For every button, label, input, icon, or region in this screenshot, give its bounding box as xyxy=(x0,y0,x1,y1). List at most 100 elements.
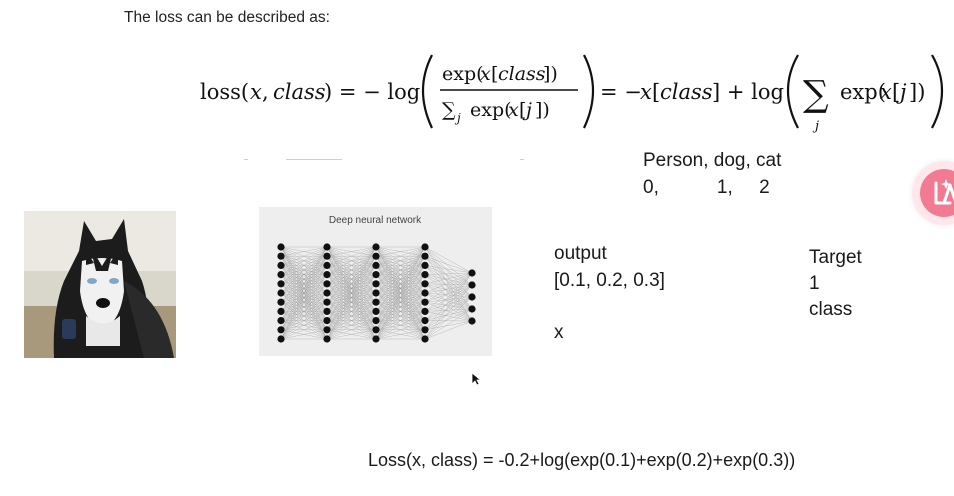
nn-edge xyxy=(424,272,473,294)
nn-edge xyxy=(280,283,328,340)
nn-edge xyxy=(424,292,473,298)
nn-edge xyxy=(375,329,426,340)
nn-edge xyxy=(424,256,473,298)
nn-edge xyxy=(424,311,473,322)
nn-edge xyxy=(424,283,473,298)
nn-node xyxy=(277,243,285,251)
nn-node xyxy=(323,252,331,260)
nn-edge xyxy=(326,292,377,340)
nn-title: Deep neural network xyxy=(329,215,422,226)
nn-node xyxy=(468,317,476,325)
nn-edge xyxy=(280,265,328,340)
nn-node xyxy=(323,289,331,297)
nn-node xyxy=(372,243,380,251)
nn-edge xyxy=(280,246,328,275)
nn-node xyxy=(372,326,380,334)
nn-edge xyxy=(424,296,473,303)
nn-node xyxy=(277,335,285,343)
nn-edge xyxy=(424,283,473,310)
nn-edge xyxy=(326,311,377,340)
nn-edge xyxy=(280,246,328,266)
nn-edge xyxy=(424,265,473,298)
formula-eq-minus: = − xyxy=(600,80,642,104)
nn-node xyxy=(372,261,380,269)
neural-network-image: Deep neural network xyxy=(259,207,492,356)
nn-edge xyxy=(375,256,426,340)
nn-edge xyxy=(326,246,377,294)
formula-plus-log: ] + log xyxy=(712,80,784,104)
nn-node xyxy=(323,261,331,269)
nn-edge xyxy=(424,256,473,322)
target-label: Target xyxy=(809,247,862,268)
nn-edge xyxy=(280,246,328,257)
nn-node xyxy=(468,281,476,289)
nn-edge xyxy=(424,296,473,330)
nn-node xyxy=(421,335,429,343)
nn-edge xyxy=(424,274,473,310)
nn-edge xyxy=(424,284,473,294)
nn-edge xyxy=(424,284,473,303)
frac-num-class: class xyxy=(498,63,546,85)
nn-edge xyxy=(424,274,473,298)
nn-edge xyxy=(424,308,473,312)
nn-edge xyxy=(375,246,426,275)
nn-edge xyxy=(424,272,473,312)
frac-den-exp: exp( xyxy=(470,99,512,121)
nn-node xyxy=(277,307,285,315)
nn-node xyxy=(323,271,331,279)
frac-den-sub-j: j xyxy=(454,111,461,125)
nn-node xyxy=(421,289,429,297)
nn-edge xyxy=(375,320,426,340)
nn-edge xyxy=(280,311,328,340)
big-paren-right xyxy=(583,54,594,129)
nn-edge xyxy=(326,246,377,312)
nn-edge xyxy=(424,256,473,310)
nn-edge xyxy=(424,246,473,322)
output-label: output xyxy=(554,243,607,264)
nn-edge xyxy=(280,320,328,340)
nn-edge xyxy=(424,265,473,286)
nn-nodes xyxy=(277,243,476,343)
nn-node xyxy=(421,280,429,288)
nn-edge xyxy=(326,283,377,340)
formula-rhs: = − x [ class ] + log xyxy=(600,80,784,104)
nn-node xyxy=(421,326,429,334)
nn-node xyxy=(323,307,331,315)
nn-edge xyxy=(424,246,473,274)
nn-edge xyxy=(375,246,426,257)
nn-node xyxy=(323,298,331,306)
nn-edge xyxy=(424,308,473,340)
nn-edge xyxy=(280,292,328,340)
nn-edge xyxy=(326,265,377,340)
big-paren-right-2 xyxy=(931,54,943,129)
nn-edge xyxy=(424,246,473,298)
nn-edge xyxy=(375,274,426,340)
nn-edge xyxy=(424,284,473,340)
nn-node xyxy=(421,261,429,269)
formula-tail-x: x xyxy=(880,80,892,104)
nn-node xyxy=(421,317,429,325)
nn-edge xyxy=(424,320,473,340)
nn-edge xyxy=(326,320,377,340)
formula-lhs: loss( x , class ) = − log xyxy=(200,80,420,104)
nn-edge xyxy=(280,274,328,340)
nn-edge xyxy=(280,246,328,303)
nn-node xyxy=(277,326,285,334)
nn-node xyxy=(372,317,380,325)
nn-edge xyxy=(326,256,377,340)
faint-dot xyxy=(520,159,524,160)
assistant-fab[interactable] xyxy=(912,161,954,225)
target-value: 1 xyxy=(809,273,820,294)
frac-num-close: ]) xyxy=(543,63,558,85)
frac-num-x: x xyxy=(480,63,491,85)
nn-node xyxy=(323,335,331,343)
nn-edge xyxy=(326,246,377,330)
nn-node xyxy=(372,280,380,288)
nn-node xyxy=(277,252,285,260)
nn-node xyxy=(372,252,380,260)
fraction: exp( x [ class ]) ∑ j exp( x [ j ]) xyxy=(440,63,578,125)
big-sum-symbol: ∑ xyxy=(803,74,829,115)
formula-comma: , xyxy=(262,80,269,104)
output-value: [0.1, 0.2, 0.3] xyxy=(554,270,665,291)
nn-node xyxy=(277,298,285,306)
